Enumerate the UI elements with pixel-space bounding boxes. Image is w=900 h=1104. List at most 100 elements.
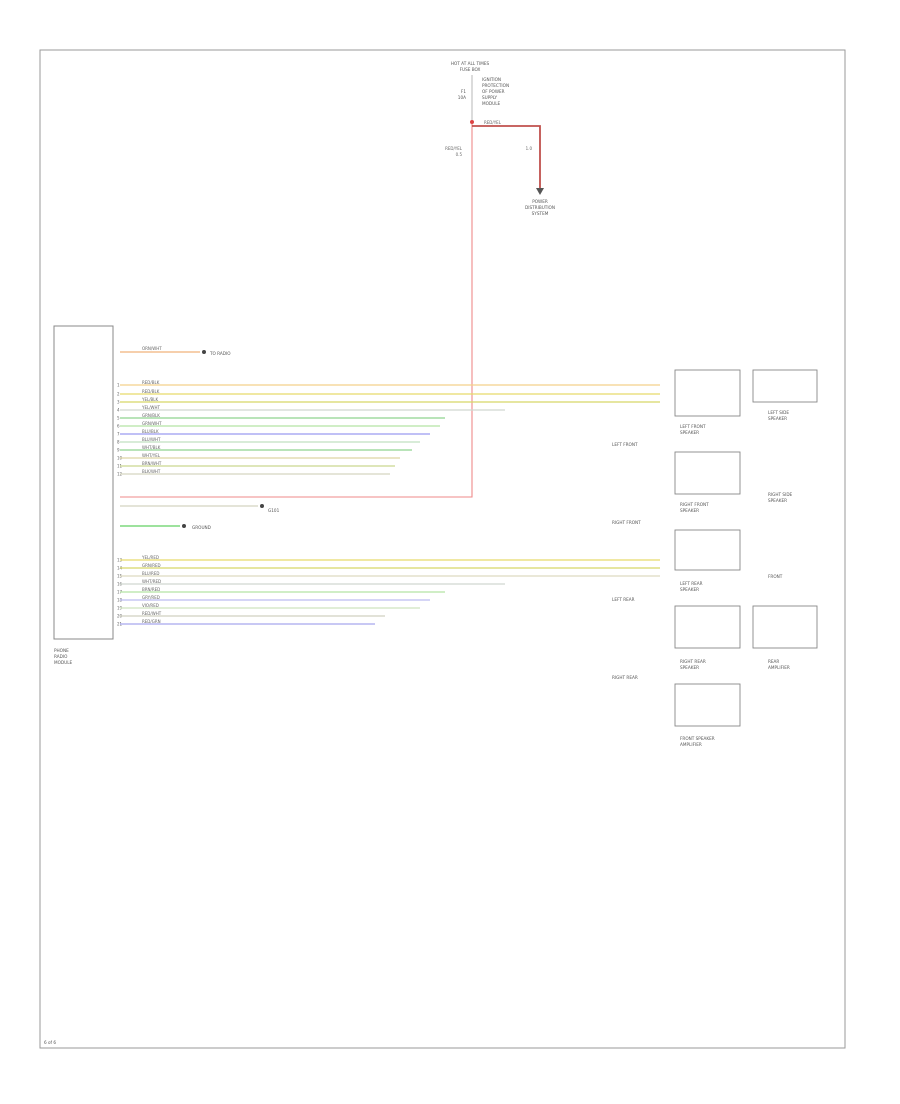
box-left-front [674, 369, 741, 417]
svg-text:POWER: POWER [532, 199, 548, 204]
pin-color-label: VIO/RED [142, 603, 159, 608]
pd-color: 1.0 [526, 146, 533, 151]
svg-text:SPEAKER: SPEAKER [680, 430, 699, 435]
pin-number: 11 [117, 464, 123, 469]
pin-color-label: BLU/BLK [142, 429, 159, 434]
pin-color-label: RED/WHT [142, 611, 162, 616]
ground-label: GROUND [192, 525, 211, 530]
svg-text:SPEAKER: SPEAKER [680, 508, 699, 513]
svg-text:LEFT SIDE: LEFT SIDE [768, 410, 789, 415]
to-radio-label: TO RADIO [209, 351, 231, 356]
pin-number: 1 [117, 383, 120, 388]
title-line-2: FUSE BOX [460, 67, 481, 72]
radio-connector-node [202, 350, 206, 354]
svg-text:SPEAKER: SPEAKER [680, 665, 699, 670]
pin-number: 21 [117, 622, 123, 627]
svg-text:RIGHT FRONT: RIGHT FRONT [612, 520, 641, 525]
sheet-reference: 6 of 6 [44, 1040, 56, 1045]
right-box-labels: LEFT FRONT SPEAKER LEFT FRONT RIGHT FRON… [612, 410, 793, 747]
pin-number: 20 [117, 614, 123, 619]
svg-text:LEFT REAR: LEFT REAR [680, 581, 703, 586]
pin-number: 17 [117, 590, 123, 595]
power-dist-wire [472, 125, 541, 188]
svg-text:RIGHT REAR: RIGHT REAR [612, 675, 638, 680]
pin-number: 4 [117, 408, 120, 413]
pin-number: 7 [117, 432, 120, 437]
pin-color-label: BLK/WHT [142, 469, 161, 474]
pin-number: 14 [117, 566, 123, 571]
svg-text:SUPPLY: SUPPLY [482, 95, 498, 100]
svg-text:RIGHT FRONT: RIGHT FRONT [680, 502, 709, 507]
ground-ref-label: G101 [268, 508, 280, 513]
svg-text:PHONE: PHONE [54, 648, 69, 653]
svg-text:FRONT: FRONT [768, 574, 783, 579]
svg-text:RIGHT SIDE: RIGHT SIDE [768, 492, 793, 497]
pin-color-label: YEL/WHT [141, 405, 161, 410]
pin-color-label: GRN/RED [142, 563, 161, 568]
svg-text:MODULE: MODULE [482, 101, 501, 106]
box-far-1 [752, 369, 818, 403]
svg-text:LEFT FRONT: LEFT FRONT [612, 442, 638, 447]
radio-module-box [53, 325, 114, 640]
svg-text:DISTRIBUTION: DISTRIBUTION [525, 205, 555, 210]
svg-text:LEFT REAR: LEFT REAR [612, 597, 635, 602]
box-left-rear [674, 529, 741, 571]
red-power-wire [120, 124, 473, 498]
fuse-label: F1 [461, 89, 466, 94]
pin-number: 16 [117, 582, 123, 587]
fuse-node [470, 120, 474, 124]
pin-number: 12 [117, 472, 123, 477]
pin-color-label: GRN/BLK [142, 413, 160, 418]
orange-wire-label: ORN/WHT [142, 346, 162, 351]
pin-color-label: YEL/BLK [141, 397, 159, 402]
pin-number: 6 [117, 424, 120, 429]
svg-text:REAR: REAR [768, 659, 779, 664]
svg-text:OF POWER: OF POWER [482, 89, 505, 94]
wire-bundle [120, 384, 660, 625]
pin-number: 9 [117, 448, 120, 453]
svg-text:SYSTEM: SYSTEM [532, 211, 549, 216]
power-distribution-label: POWER DISTRIBUTION SYSTEM [525, 199, 555, 216]
pin-color-label: GRN/WHT [142, 421, 162, 426]
pin-color-label: RED/BLK [142, 389, 160, 394]
svg-text:AMPLIFIER: AMPLIFIER [768, 665, 790, 670]
svg-text:SPEAKER: SPEAKER [768, 498, 787, 503]
pin-color-label: BLU/WHT [142, 437, 161, 442]
svg-text:RADIO: RADIO [54, 654, 68, 659]
pin-color-label: WHT/RED [142, 579, 161, 584]
svg-text:SPEAKER: SPEAKER [680, 587, 699, 592]
pin-number: 19 [117, 606, 123, 611]
box-right-rear [674, 605, 741, 649]
ground-node [182, 524, 186, 528]
pin-number: 8 [117, 440, 120, 445]
pin-color-label: RED/GRN [142, 619, 161, 624]
pin-number: 5 [117, 416, 120, 421]
pin-number: 13 [117, 558, 123, 563]
svg-text:PROTECTION: PROTECTION [482, 83, 509, 88]
title-line-1: HOT AT ALL TIMES [451, 61, 490, 66]
pin-color-label: WHT/YEL [142, 453, 161, 458]
pin-number: 18 [117, 598, 123, 603]
pin-color-label: WHT/BLK [142, 445, 161, 450]
pin-number: 10 [117, 456, 123, 461]
pin-color-label: BRN/WHT [142, 461, 162, 466]
speaker-boxes [674, 369, 818, 727]
box-front-amp [674, 683, 741, 727]
pin-color-label: BLU/RED [142, 571, 159, 576]
svg-text:RIGHT REAR: RIGHT REAR [680, 659, 706, 664]
pin-color-label: RED/BLK [142, 380, 160, 385]
svg-text:MODULE: MODULE [54, 660, 73, 665]
red-wire-size: 0.5 [456, 152, 463, 157]
diagram-border [39, 49, 846, 1049]
pin-color-label: YEL/RED [141, 555, 159, 560]
fuse-rating: 10A [458, 95, 466, 100]
radio-module-label: PHONE RADIO MODULE [54, 648, 73, 665]
svg-text:FRONT SPEAKER: FRONT SPEAKER [680, 736, 715, 741]
ground-connector-node [260, 504, 264, 508]
svg-text:LEFT FRONT: LEFT FRONT [680, 424, 706, 429]
box-right-front [674, 451, 741, 495]
pin-number: 15 [117, 574, 123, 579]
svg-text:SPEAKER: SPEAKER [768, 416, 787, 421]
